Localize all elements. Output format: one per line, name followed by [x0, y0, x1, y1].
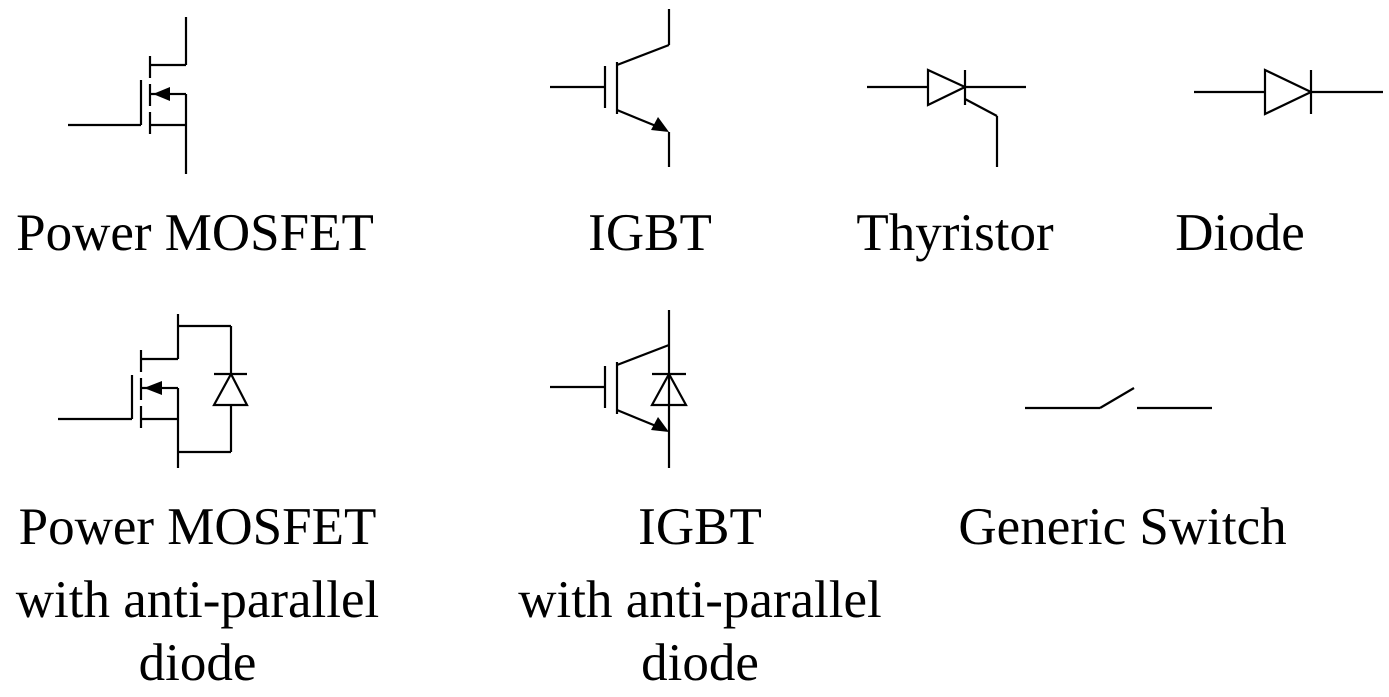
diode-symbol	[1194, 68, 1383, 116]
label-igbt: IGBT	[550, 200, 750, 267]
generic-switch-symbol	[1025, 387, 1212, 410]
label-igbt-antiparallel: IGBT with anti-parallel diode	[500, 494, 900, 697]
label-line: Generic Switch	[958, 498, 1287, 556]
label-power-mosfet: Power MOSFET	[0, 200, 390, 267]
igbt-symbol	[550, 9, 671, 167]
label-line: Diode	[1175, 204, 1305, 262]
label-line: with anti-parallel	[15, 571, 380, 629]
power-mosfet-symbol	[68, 17, 188, 174]
igbt-antiparallel-symbol	[550, 310, 688, 468]
label-line: IGBT	[638, 498, 762, 556]
label-line: with anti-parallel	[518, 571, 882, 629]
label-line: Power MOSFET	[16, 204, 374, 262]
power-mosfet-antiparallel-symbol	[58, 314, 249, 468]
label-thyristor: Thyristor	[840, 200, 1070, 267]
label-line: Thyristor	[856, 204, 1054, 262]
label-line: Power MOSFET	[18, 498, 377, 556]
label-generic-switch: Generic Switch	[940, 494, 1305, 561]
label-power-mosfet-antiparallel: Power MOSFET with anti-parallel diode	[0, 494, 395, 697]
label-line: IGBT	[588, 204, 712, 262]
label-line: diode	[138, 634, 257, 692]
label-line: diode	[641, 634, 759, 692]
thyristor-symbol	[867, 68, 1026, 167]
label-diode: Diode	[1140, 200, 1340, 267]
